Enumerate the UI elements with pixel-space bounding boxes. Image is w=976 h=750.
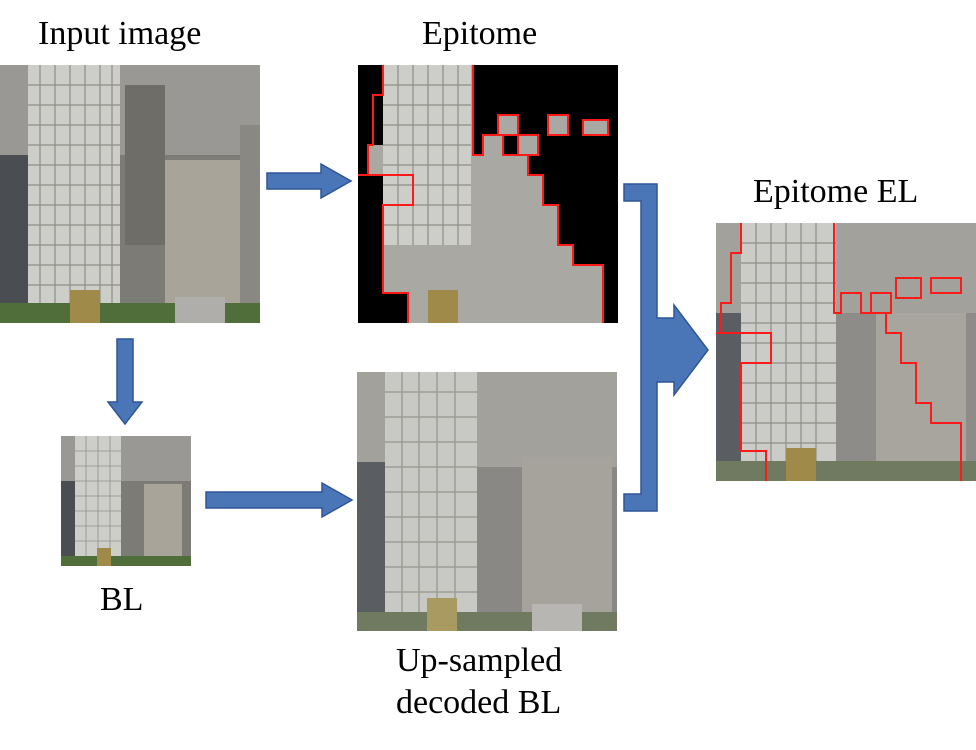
epitome-el-label: Epitome EL (753, 173, 919, 210)
arrow-merge-to-epitome-el (623, 183, 709, 512)
epitome-label: Epitome (422, 15, 538, 52)
upsampled-label-line2: decoded BL (396, 684, 562, 721)
bl-panel (61, 436, 191, 566)
arrow-input-to-bl (106, 338, 144, 426)
input-image-panel (0, 65, 260, 323)
arrow-bl-to-upsampled (205, 481, 354, 519)
bl-label: BL (100, 581, 144, 618)
upsampled-bl-panel (357, 372, 617, 631)
arrow-input-to-epitome (266, 162, 353, 200)
epitome-el-panel (716, 223, 976, 481)
epitome-panel (358, 65, 618, 323)
upsampled-label-line1: Up-sampled (396, 642, 563, 679)
input-image-label: Input image (38, 15, 202, 52)
